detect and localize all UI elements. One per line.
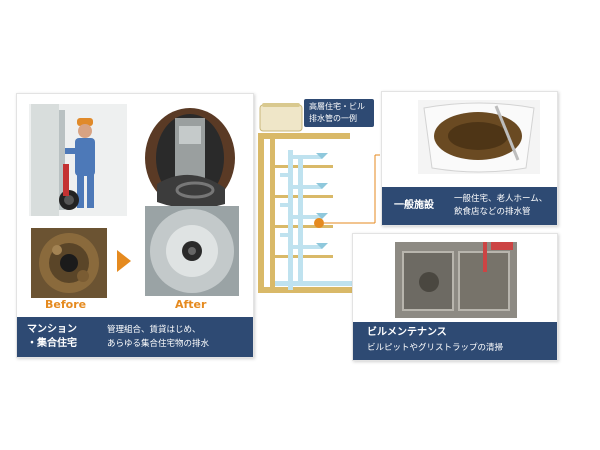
left-service-card: Before After マンション ・集合住宅 管理組合、賃貸はじめ、 あらゆ… bbox=[16, 93, 254, 358]
diagram-label-box: 高層住宅・ビル 排水管の一例 bbox=[304, 99, 374, 127]
right-bottom-caption-desc: ビルピットやグリストラップの清掃 bbox=[367, 343, 504, 353]
sink-drain-photo bbox=[418, 100, 540, 174]
grease-trap-photo bbox=[395, 242, 517, 318]
before-pipe-photo bbox=[31, 228, 107, 298]
left-caption-bar: マンション ・集合住宅 管理組合、賃貸はじめ、 あらゆる集合住宅物の排水 bbox=[17, 317, 253, 357]
left-caption-title-line1: マンション bbox=[27, 324, 77, 335]
left-caption-title-line2: ・集合住宅 bbox=[27, 338, 77, 349]
right-top-service-card: 一般施設 一般住宅、老人ホーム、 飲食店などの排水管 bbox=[381, 91, 558, 226]
diagram-label-line2: 排水管の一例 bbox=[309, 114, 357, 123]
right-bottom-caption-bar: ビルメンテナンス ビルピットやグリストラップの清掃 bbox=[353, 322, 557, 360]
pipe-closeup-photo bbox=[137, 104, 243, 216]
right-bottom-service-card: ビルメンテナンス ビルピットやグリストラップの清掃 bbox=[352, 233, 558, 361]
left-caption-desc-line2: あらゆる集合住宅物の排水 bbox=[107, 339, 210, 349]
left-caption-desc-line1: 管理組合、賃貸はじめ、 bbox=[107, 325, 201, 335]
right-top-caption-desc-line2: 飲食店などの排水管 bbox=[454, 207, 531, 217]
worker-photo bbox=[29, 104, 127, 216]
after-label: After bbox=[175, 298, 207, 311]
building-drain-diagram bbox=[250, 95, 380, 305]
right-top-caption-desc-line1: 一般住宅、老人ホーム、 bbox=[454, 194, 548, 204]
right-bottom-caption-title: ビルメンテナンス bbox=[367, 327, 447, 338]
before-after-arrow-icon bbox=[117, 250, 131, 276]
right-top-caption-bar: 一般施設 一般住宅、老人ホーム、 飲食店などの排水管 bbox=[382, 187, 557, 225]
right-top-caption-title: 一般施設 bbox=[394, 200, 434, 211]
before-label: Before bbox=[45, 298, 87, 311]
diagram-label-line1: 高層住宅・ビル bbox=[309, 102, 365, 111]
after-pipe-photo bbox=[145, 206, 239, 296]
